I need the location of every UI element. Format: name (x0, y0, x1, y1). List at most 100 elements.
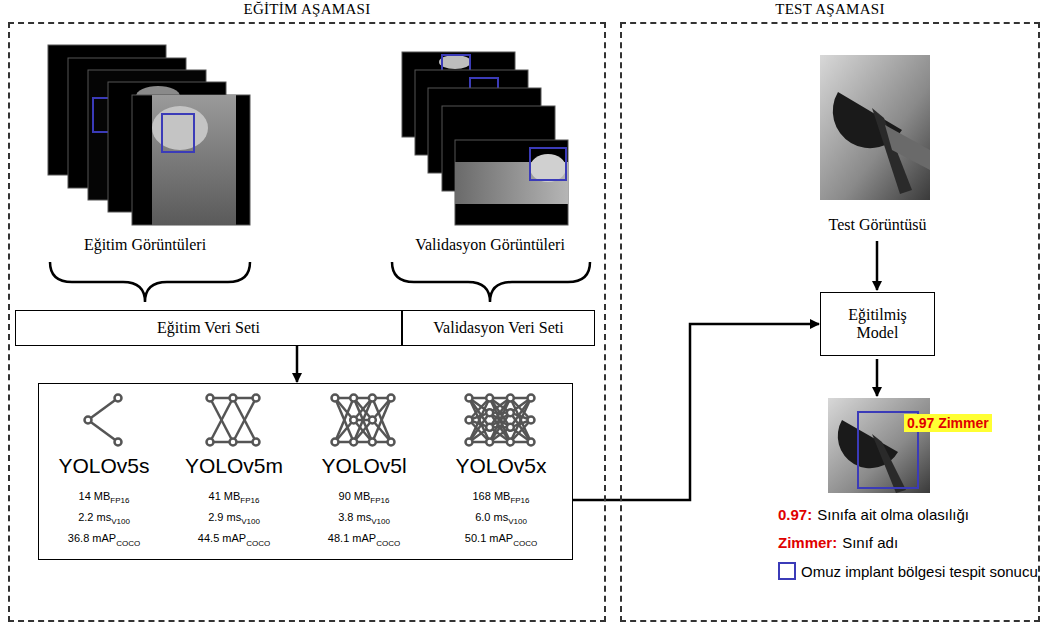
icon-node (388, 439, 395, 446)
icon-node (466, 439, 473, 446)
icon-node (115, 395, 122, 402)
brace (392, 262, 590, 302)
key-term: Zimmer: (778, 534, 837, 551)
bone-shape (152, 95, 236, 225)
phase-panel: EĞİTİM AŞAMASIEğitim Veri SetiValidasyon… (8, 22, 606, 622)
model-name: YOLOv5l (302, 454, 426, 478)
model-stat: 36.8 mAPCOCO (42, 530, 166, 551)
stat-value: 90 MB (339, 490, 371, 502)
xray-image (455, 140, 568, 225)
implant-shape (872, 434, 906, 493)
phase-panel: TEST AŞAMASIEğitilmiş Model (620, 22, 1040, 622)
phase-title: EĞİTİM AŞAMASI (10, 1, 604, 18)
bone-shape (152, 106, 208, 150)
key-row: 0.97: Sınıfa ait olma olasılığı (778, 506, 969, 523)
detection-box (162, 114, 194, 152)
spacer (302, 478, 426, 488)
stat-value: 2.9 ms (208, 511, 241, 523)
process-box: Eğitim Veri Seti (15, 310, 402, 346)
model-column: YOLOv5s14 MBFP162.2 msV10036.8 mAPCOCO (42, 454, 166, 552)
spacer (42, 478, 166, 488)
stat-value: 50.1 mAP (465, 532, 513, 544)
stat-subscript: V100 (111, 517, 130, 526)
icon-link (233, 398, 256, 442)
icon-node (369, 439, 376, 446)
key-term: 0.97: (778, 506, 812, 523)
stat-value: 44.5 mAP (198, 532, 246, 544)
icon-node (253, 439, 260, 446)
stat-subscript: V100 (371, 517, 390, 526)
icon-node (388, 395, 395, 402)
box-label: Eğitim Veri Seti (157, 319, 260, 337)
icon-node (528, 439, 535, 446)
stat-value: 14 MB (79, 490, 111, 502)
icon-node (85, 417, 92, 424)
icon-node (486, 395, 493, 402)
bone-shape (530, 154, 566, 182)
model-name: YOLOv5x (439, 454, 563, 478)
stat-subscript: FP16 (110, 496, 129, 505)
icon-node (332, 439, 339, 446)
xray-image (132, 95, 250, 225)
brace (50, 262, 250, 302)
stat-subscript: COCO (116, 539, 140, 548)
icon-node (507, 409, 514, 416)
icon-node (507, 395, 514, 402)
model-stat: 168 MBFP16 (439, 488, 563, 509)
model-stat: 90 MBFP16 (302, 488, 426, 509)
legend-swatch (778, 562, 796, 580)
icon-node (486, 424, 493, 431)
icon-node (528, 417, 535, 424)
stat-value: 168 MB (472, 490, 510, 502)
icon-node (369, 395, 376, 402)
model-stat: 2.2 msV100 (42, 509, 166, 530)
spacer (439, 478, 563, 488)
model-group-box: YOLOv5s14 MBFP162.2 msV10036.8 mAPCOCOYO… (38, 383, 573, 560)
model-stat: 41 MBFP16 (172, 488, 296, 509)
icon-node (230, 395, 237, 402)
icon-node (350, 417, 357, 424)
model-stat: 44.5 mAPCOCO (172, 530, 296, 551)
box-label: Eğitilmiş Model (827, 306, 928, 342)
icon-node (332, 395, 339, 402)
stat-subscript: COCO (246, 539, 270, 548)
model-column: YOLOv5m41 MBFP162.9 msV10044.5 mAPCOCO (172, 454, 296, 552)
model-name: YOLOv5s (42, 454, 166, 478)
icon-node (528, 395, 535, 402)
icon-node (507, 424, 514, 431)
icon-node (466, 395, 473, 402)
stat-value: 2.2 ms (78, 511, 111, 523)
icon-link (88, 420, 118, 442)
process-box: Eğitilmiş Model (820, 292, 935, 356)
icon-node (230, 439, 237, 446)
training-image-stack (48, 45, 250, 225)
icon-node (350, 439, 357, 446)
xray-image (828, 398, 930, 493)
model-stat: 2.9 msV100 (172, 509, 296, 530)
icon-node (350, 395, 357, 402)
result-image (828, 398, 930, 493)
legend-text: Omuz implant bölgesi tespit sonucu (801, 563, 1038, 580)
stat-subscript: FP16 (510, 496, 529, 505)
arrow (876, 359, 879, 396)
icon-node (507, 439, 514, 446)
model-column: YOLOv5l90 MBFP163.8 msV10048.1 mAPCOCO (302, 454, 426, 552)
key-row: Zimmer:Sınıf adı (778, 534, 898, 551)
icon-node (253, 395, 260, 402)
stat-subscript: V100 (508, 517, 527, 526)
model-stat: 6.0 msV100 (439, 509, 563, 530)
key-description: Sınıfa ait olma olasılığı (817, 506, 969, 523)
icon-link (210, 398, 233, 442)
image-caption: Validasyon Görüntüleri (385, 236, 595, 254)
bone-shape (885, 125, 930, 170)
box-text: Eğitim Veri Seti (157, 319, 260, 337)
stat-value: 3.8 ms (338, 511, 371, 523)
detection-tag: 0.97 Zimmer (904, 414, 992, 432)
phase-title: TEST AŞAMASI (622, 1, 1038, 18)
stat-value: 36.8 mAP (68, 532, 116, 544)
icon-link (88, 398, 118, 420)
stat-value: 48.1 mAP (328, 532, 376, 544)
model-column: YOLOv5x168 MBFP166.0 msV10050.1 mAPCOCO (439, 454, 563, 552)
icon-link (490, 398, 511, 442)
